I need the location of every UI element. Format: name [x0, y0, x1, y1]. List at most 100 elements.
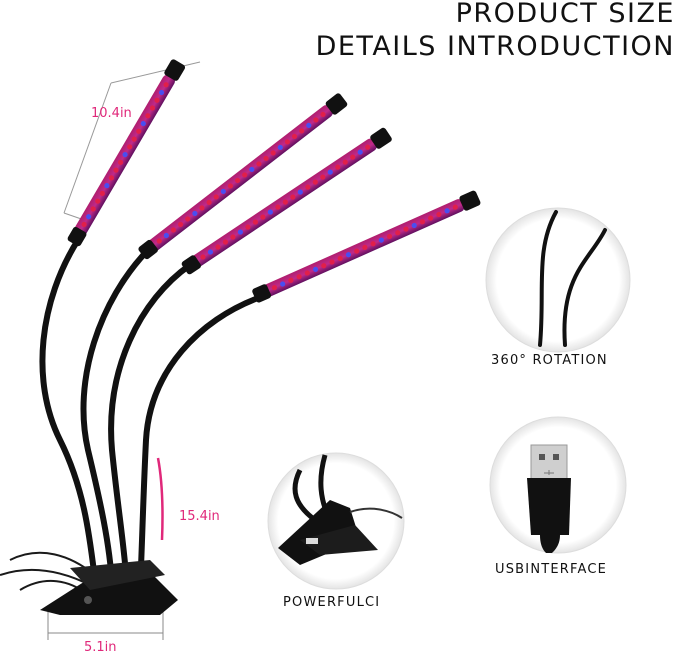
led-dot [444, 208, 450, 214]
led-dot [386, 233, 393, 240]
led-dot [127, 144, 133, 150]
led-dot [306, 122, 312, 129]
led-dot [350, 154, 356, 160]
led-dot [263, 155, 269, 162]
led-dot [140, 120, 146, 127]
led-dot [270, 150, 276, 156]
light-bar-2 [138, 93, 348, 260]
led-dot [320, 174, 326, 180]
led-dot [178, 221, 184, 228]
led-dot [305, 184, 311, 190]
led-dot [95, 198, 101, 204]
led-dot [395, 230, 401, 236]
led-dot [104, 183, 110, 189]
light-bar-4 [252, 190, 481, 303]
clip-base [40, 560, 178, 615]
led-dot [163, 232, 169, 239]
rotation-caption: 360° ROTATION [491, 353, 608, 368]
bar-length-label: 10.4in [91, 106, 132, 121]
led-dot [113, 167, 119, 173]
led-dot [158, 89, 165, 96]
led-dot [452, 204, 458, 210]
led-dot [280, 281, 286, 287]
height-label: 15.4in [179, 509, 220, 524]
led-dot [329, 259, 335, 265]
led-dot [154, 97, 160, 103]
led-dot [256, 161, 262, 167]
led-dot [419, 219, 426, 225]
led-dot [220, 188, 226, 195]
led-dot [99, 190, 105, 197]
led-dot [354, 248, 360, 254]
led-dot [297, 189, 303, 195]
led-dot [215, 244, 221, 250]
light-bars [67, 59, 481, 303]
led-dot [362, 244, 368, 251]
led-dot [199, 205, 205, 211]
led-dot [234, 177, 241, 184]
led-dot [108, 175, 115, 181]
led-dot [227, 183, 234, 189]
led-dot [192, 210, 198, 217]
led-dot [370, 241, 376, 247]
led-dot [222, 239, 229, 245]
led-dot [206, 199, 212, 206]
led-dot [170, 227, 177, 233]
dimension-height [156, 457, 164, 541]
led-dot [411, 222, 417, 229]
led-dot [275, 204, 281, 210]
led-dot [288, 277, 294, 283]
base-width-label: 5.1in [84, 640, 117, 655]
rotation-detail [485, 207, 631, 353]
led-dot [342, 159, 348, 165]
led-dot [403, 226, 409, 232]
led-dot [345, 252, 352, 258]
led-dot [267, 209, 273, 215]
led-dot [296, 274, 302, 280]
led-dot [81, 221, 87, 228]
led-dot [185, 216, 191, 222]
led-dot [291, 133, 298, 140]
led-dot [242, 172, 248, 178]
led-dot [131, 136, 137, 142]
led-dot [337, 255, 343, 261]
led-dot [304, 270, 310, 276]
led-dot [86, 214, 92, 220]
led-dot [156, 238, 162, 244]
led-dot [90, 206, 96, 212]
led-dot [299, 128, 305, 134]
led-dot [260, 214, 266, 220]
usb-caption: USBINTERFACE [495, 562, 608, 577]
led-dot [320, 111, 326, 118]
led-dot [145, 113, 151, 119]
led-dot [245, 224, 251, 230]
led-dot [249, 166, 255, 173]
led-dot [200, 254, 206, 260]
led-dot [252, 219, 258, 225]
led-dot [284, 139, 291, 145]
led-dot [163, 82, 169, 88]
led-dot [136, 128, 142, 134]
led-dot [290, 194, 296, 200]
light-bar-3 [181, 127, 392, 275]
led-dot [321, 263, 327, 269]
led-dot [312, 179, 318, 185]
clip-icon [278, 454, 403, 565]
led-dot [117, 159, 124, 165]
led-dot [277, 144, 283, 151]
led-dot [271, 285, 278, 291]
gooseneck-rotation-icon [538, 210, 607, 347]
led-dot [230, 234, 236, 240]
title-product-size: PRODUCT SIZE [455, 0, 675, 29]
clip-detail [267, 452, 405, 590]
led-dot [207, 249, 214, 255]
clip-caption: POWERFULCI [283, 595, 381, 610]
led-dot [313, 117, 319, 123]
title-details-introduction: DETAILS INTRODUCTION [315, 31, 675, 62]
led-dot [335, 164, 341, 170]
led-dot [357, 149, 363, 155]
led-dot [122, 152, 128, 158]
led-dot [436, 211, 442, 218]
led-dot [428, 215, 434, 221]
